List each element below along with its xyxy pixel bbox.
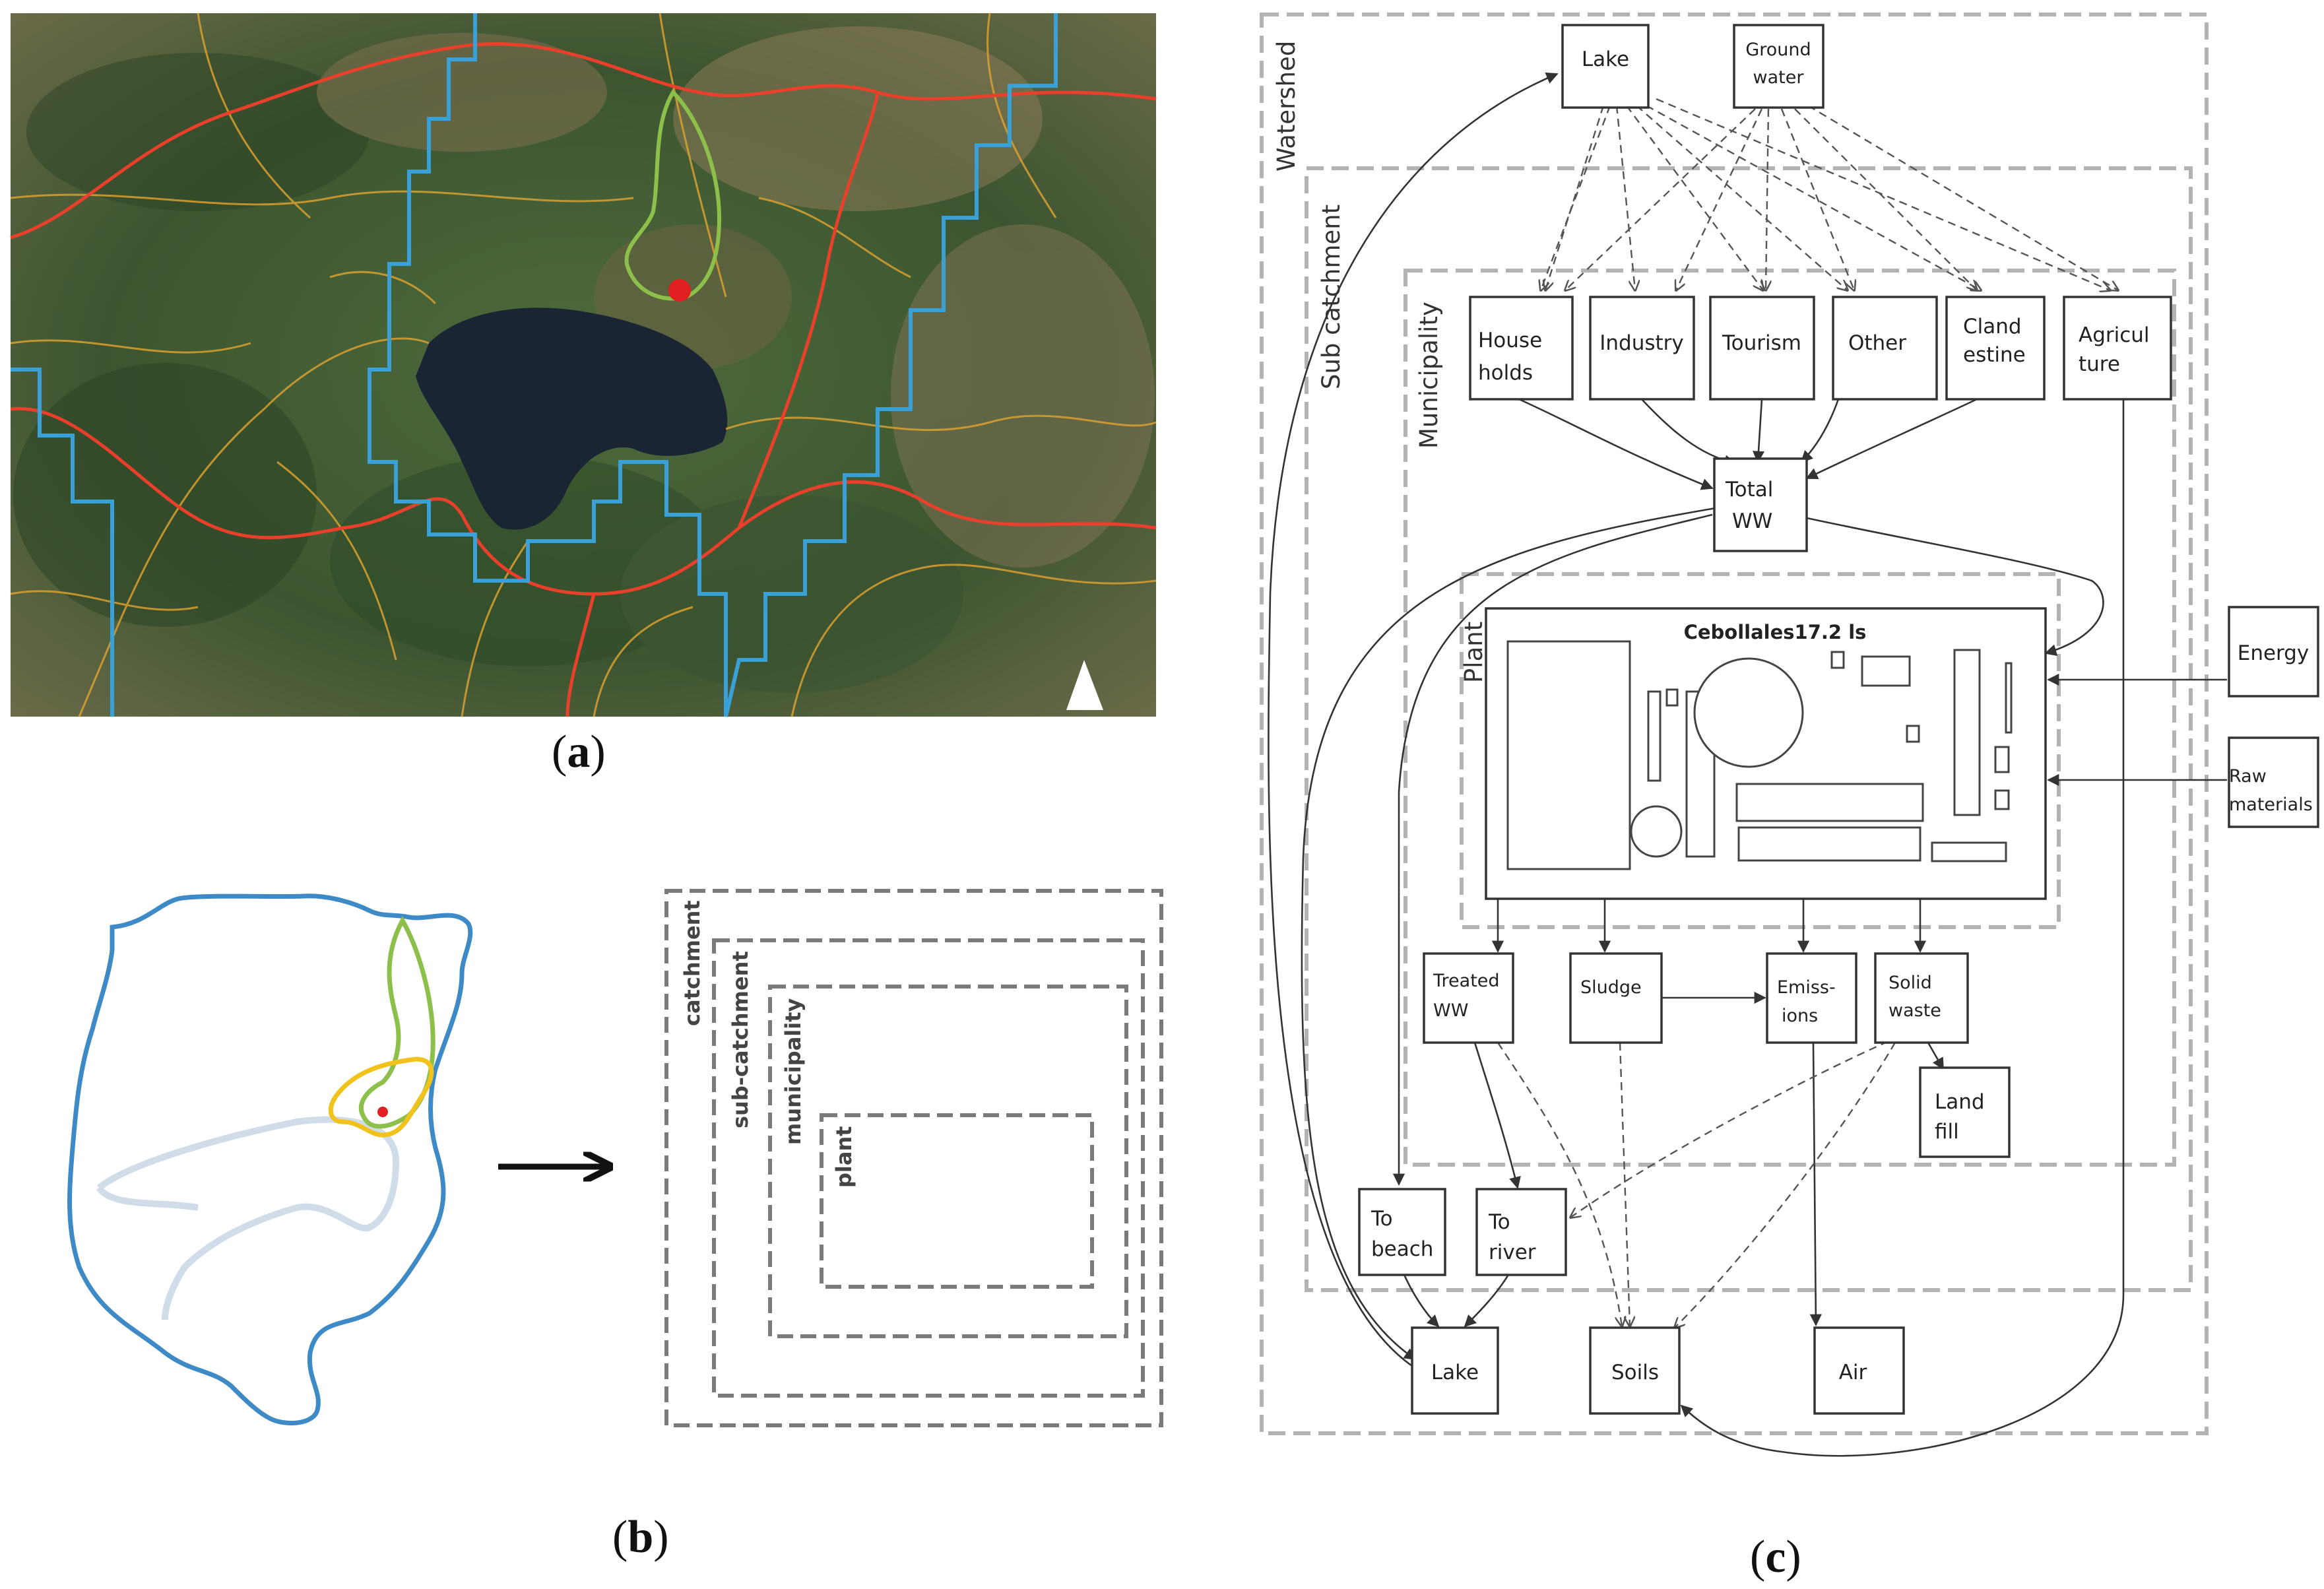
- node-tourism: Tourism: [1709, 296, 1815, 401]
- node-treated-ww-label-1: Treated: [1433, 971, 1500, 991]
- node-industry-label: Industry: [1599, 331, 1684, 355]
- node-treated-ww-label-2: WW: [1433, 1000, 1468, 1021]
- node-households-label-2: holds: [1478, 361, 1533, 385]
- node-to-beach-label-2: beach: [1371, 1237, 1433, 1261]
- frame-label-watershed: Watershed: [1272, 41, 1301, 172]
- node-raw-materials-label-1: Raw: [2229, 766, 2267, 787]
- node-agriculture-label-1: Agricul: [2079, 323, 2150, 347]
- node-agriculture-label-2: ture: [2079, 352, 2120, 376]
- node-clandestine: Cland estine: [1945, 296, 2046, 401]
- nest-label-catchment: catchment: [680, 900, 705, 1026]
- node-to-beach: To beach: [1358, 1188, 1446, 1276]
- node-air-label: Air: [1839, 1361, 1867, 1384]
- frame-label-subcatchment: Sub catchment: [1317, 205, 1345, 389]
- node-groundwater: Ground water: [1733, 24, 1824, 109]
- frame-label-plant: Plant: [1460, 622, 1488, 683]
- panel-c-label: (c): [1750, 1532, 1801, 1582]
- panel-a-label: (a): [552, 727, 606, 777]
- node-emissions-label-1: Emiss-: [1777, 977, 1836, 998]
- node-industry: Industry: [1589, 296, 1695, 401]
- nest-catchment: [664, 889, 1163, 1427]
- node-agriculture: Agricul ture: [2063, 296, 2172, 401]
- node-other: Other: [1832, 296, 1938, 401]
- catchment-outline: [67, 893, 473, 1426]
- node-landfill-label-1: Land: [1935, 1090, 1985, 1114]
- plant-marker-b: [377, 1107, 388, 1117]
- node-lake-bottom-label: Lake: [1431, 1361, 1479, 1384]
- frame-label-municipality: Municipality: [1415, 302, 1443, 449]
- node-to-river: To river: [1475, 1188, 1567, 1276]
- node-treated-ww: Treated WW: [1423, 952, 1514, 1044]
- roads: [10, 13, 1157, 717]
- panel-a-map: [10, 13, 1157, 717]
- node-air: Air: [1813, 1326, 1905, 1415]
- node-sludge: Sludge: [1569, 952, 1663, 1044]
- node-total-ww-label-1: Total: [1725, 478, 1773, 502]
- node-to-river-label-1: To: [1488, 1210, 1510, 1234]
- lake-outline-faint: [96, 1116, 400, 1320]
- node-households-label-1: House: [1478, 329, 1542, 352]
- watershed-boundary: [368, 13, 1058, 717]
- nest-label-municipality: municipality: [781, 998, 806, 1145]
- watershed-boundary-west: [11, 368, 114, 717]
- node-solid-waste-label-2: waste: [1888, 1000, 1941, 1021]
- nest-plant: [820, 1113, 1094, 1289]
- municipal-boundaries: [10, 42, 1157, 717]
- node-energy: Energy: [2228, 606, 2319, 697]
- node-clandestine-label-2: estine: [1963, 343, 2026, 367]
- node-lake-top-label: Lake: [1582, 48, 1629, 71]
- node-to-river-label-2: river: [1489, 1241, 1536, 1264]
- node-other-label: Other: [1848, 331, 1906, 355]
- nested-levels: catchment sub-catchment municipality pla…: [664, 889, 1163, 1427]
- node-soils-label: Soils: [1611, 1361, 1659, 1384]
- frame-watershed: [1260, 13, 2209, 1435]
- dashed-emission-edges: [1497, 1035, 1901, 1328]
- nest-municipality: [768, 985, 1128, 1338]
- north-arrow-icon: [1066, 660, 1103, 710]
- subcatchment-outline-b: [358, 915, 436, 1129]
- supply-edges: [1541, 98, 2118, 290]
- node-total-ww: Total WW: [1713, 457, 1808, 552]
- node-solid-waste: Solid waste: [1874, 952, 1969, 1044]
- node-to-beach-label-1: To: [1371, 1207, 1393, 1231]
- node-landfill-label-2: fill: [1935, 1120, 1959, 1144]
- node-emissions-label-2: ions: [1782, 1006, 1818, 1026]
- node-sludge-label: Sludge: [1580, 977, 1642, 998]
- node-solid-waste-label-1: Solid: [1888, 973, 1932, 993]
- node-tourism-label: Tourism: [1722, 331, 1801, 355]
- plant-marker: [668, 279, 691, 302]
- subcatchment-outline: [624, 89, 722, 301]
- node-lake-top: Lake: [1561, 24, 1650, 109]
- node-groundwater-label-2: water: [1753, 67, 1805, 88]
- panel-b-outline: [67, 893, 473, 1426]
- node-emissions: Emiss- ions: [1766, 952, 1857, 1044]
- node-total-ww-label-2: WW: [1732, 509, 1772, 533]
- node-landfill: Land fill: [1919, 1066, 2011, 1158]
- frame-subcatchment: [1305, 166, 2193, 1292]
- municipality-outline-b: [328, 1056, 434, 1138]
- plant-title: Cebollales17.2 ls: [1684, 621, 1867, 643]
- node-energy-label: Energy: [2238, 641, 2309, 665]
- panel-b-label: (b): [612, 1512, 669, 1563]
- node-clandestine-label-1: Cland: [1963, 315, 2022, 339]
- frame-municipality: [1404, 269, 2176, 1167]
- plant-schematic: Cebollales17.2 ls: [1485, 607, 2047, 900]
- node-groundwater-label-1: Ground: [1745, 40, 1811, 60]
- nest-subcatchment: [712, 938, 1145, 1398]
- node-soils: Soils: [1589, 1326, 1681, 1415]
- node-lake-bottom: Lake: [1411, 1326, 1499, 1415]
- panel-c-diagram: Watershed Sub catchment Municipality Pla…: [1260, 13, 2319, 1457]
- nest-label-subcatchment: sub-catchment: [728, 951, 753, 1128]
- nest-label-plant: plant: [831, 1126, 856, 1188]
- lake-shape: [416, 308, 728, 530]
- node-raw-materials-label-2: materials: [2229, 794, 2313, 815]
- node-households: House holds: [1469, 296, 1574, 401]
- node-raw-materials: Raw materials: [2228, 736, 2319, 828]
